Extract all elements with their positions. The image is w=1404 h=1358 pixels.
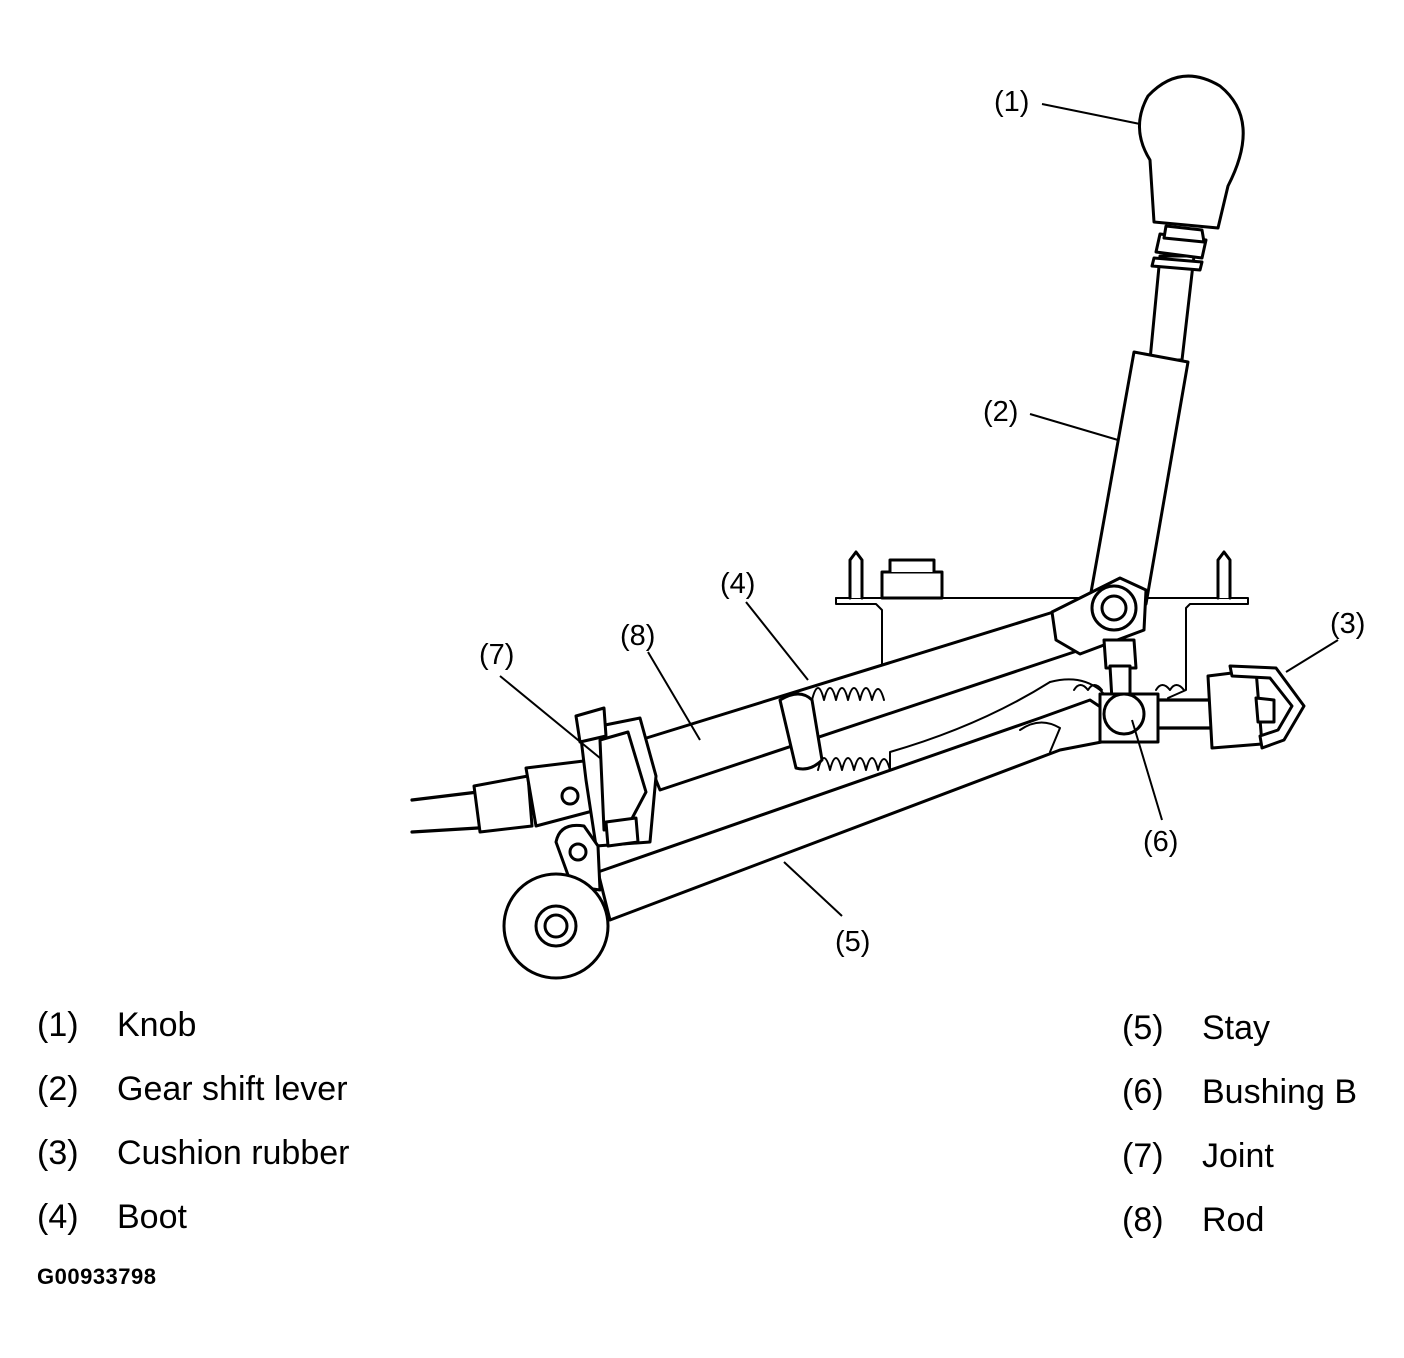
stay-end-eye [502,872,610,980]
legend-label: Gear shift lever [117,1070,348,1108]
callout-1: (1) [994,86,1030,118]
mounting-bracket [835,550,1249,699]
joint [410,706,658,892]
legend-label: Stay [1202,1009,1271,1047]
legend-number: (2) [37,1070,79,1108]
cushion-rubber [1206,664,1306,750]
legend-label: Knob [117,1006,197,1044]
legend-label: Boot [117,1198,187,1236]
legend-number: (1) [37,1006,79,1044]
callout-7: (7) [479,639,515,671]
legend-label: Bushing B [1202,1073,1357,1111]
bushing-b [1073,684,1212,744]
callout-5: (5) [835,926,871,958]
gear-shift-lever [1088,224,1208,606]
gear-shift-assembly-drawing [410,74,1339,980]
pivot-joint [1050,576,1148,702]
legend-label: Cushion rubber [117,1134,350,1172]
legend-label: Rod [1202,1201,1265,1239]
legend-number: (6) [1122,1073,1164,1111]
callout-4: (4) [720,568,756,600]
knob [1138,74,1245,230]
callout-8: (8) [620,620,656,652]
legend-number: (5) [1122,1009,1164,1047]
legend-number: (4) [37,1198,79,1236]
callout-6: (6) [1143,826,1179,858]
legend-number: (3) [37,1134,79,1172]
leader-lines [499,103,1339,917]
legend-label: Joint [1202,1137,1274,1175]
legend-number: (8) [1122,1201,1164,1239]
legend-number: (7) [1122,1137,1164,1175]
figure-id: G00933798 [37,1264,157,1289]
callout-3: (3) [1330,608,1366,640]
boot [778,678,1111,771]
callout-2: (2) [983,396,1019,428]
